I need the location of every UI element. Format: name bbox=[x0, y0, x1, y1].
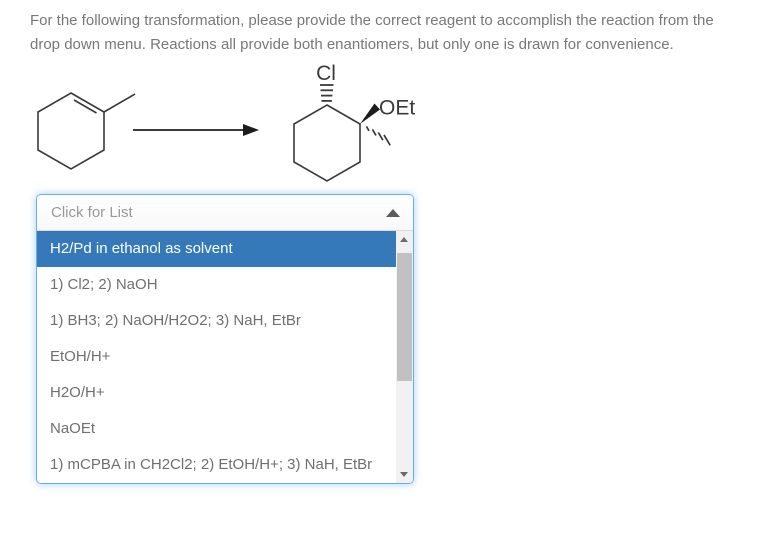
dropdown-option[interactable]: H2/Pd in ethanol as solvent bbox=[37, 231, 396, 267]
methyl-hash-wedge bbox=[365, 125, 391, 146]
dropdown-option[interactable]: 1) Cl2; 2) NaOH bbox=[50, 276, 158, 293]
dropdown-placeholder: Click for List bbox=[51, 204, 133, 221]
reaction-scheme: Cl OEt bbox=[37, 62, 415, 182]
product-structure: Cl OEt bbox=[293, 62, 415, 182]
dropdown-option[interactable]: 1) BH3; 2) NaOH/H2O2; 3) NaH, EtBr bbox=[50, 312, 301, 329]
scroll-down-button[interactable] bbox=[396, 466, 413, 483]
dropdown-option[interactable]: 1) mCPBA in CH2Cl2; 2) EtOH/H+; 3) NaH, … bbox=[50, 456, 373, 473]
reagent-dropdown: Click for List H2/Pd in ethanol as solve… bbox=[36, 194, 414, 484]
dropdown-header[interactable]: Click for List bbox=[37, 195, 413, 231]
dropdown-option[interactable]: EtOH/H+ bbox=[50, 348, 111, 365]
chevron-up-icon[interactable] bbox=[386, 209, 400, 217]
cl-label: Cl bbox=[316, 62, 336, 85]
double-bond-inner-line bbox=[73, 99, 97, 114]
triangle-up-icon bbox=[400, 237, 408, 242]
question-line-2: drop down menu. Reactions all provide bo… bbox=[30, 36, 674, 53]
triangle-down-icon bbox=[400, 472, 408, 477]
reactant-structure bbox=[37, 92, 136, 170]
reaction-arrow-icon bbox=[133, 124, 259, 136]
dropdown-option[interactable]: NaOEt bbox=[50, 420, 96, 437]
oet-label: OEt bbox=[379, 97, 415, 120]
oet-wedge-bond bbox=[360, 103, 380, 124]
question-text: For the following transformation, please… bbox=[30, 9, 746, 57]
scroll-up-button[interactable] bbox=[396, 231, 413, 248]
question-line-1: For the following transformation, please… bbox=[30, 12, 714, 29]
dropdown-list: H2/Pd in ethanol as solvent 1) Cl2; 2) N… bbox=[37, 231, 413, 483]
cl-hash-bond bbox=[320, 84, 334, 102]
dropdown-options: H2/Pd in ethanol as solvent 1) Cl2; 2) N… bbox=[37, 231, 396, 483]
dropdown-option[interactable]: H2O/H+ bbox=[50, 384, 105, 401]
scrollbar-thumb[interactable] bbox=[397, 253, 412, 381]
scrollbar[interactable] bbox=[396, 231, 413, 483]
methyl-bond bbox=[103, 93, 136, 113]
